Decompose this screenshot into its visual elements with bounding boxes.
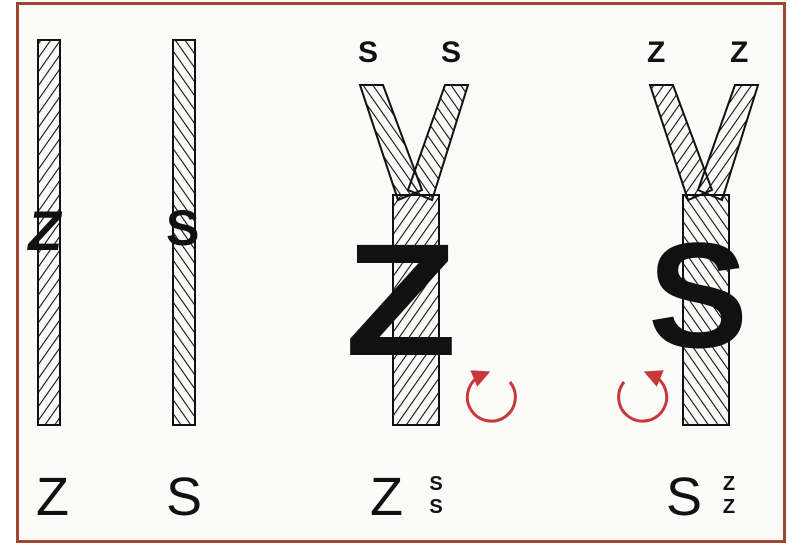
plied-s-twist-letter: S	[648, 220, 748, 370]
plied-s-strands	[650, 85, 758, 200]
caption-plied-z-stack-bottom: S	[425, 497, 447, 517]
plied-z-strands	[360, 85, 468, 200]
single-s-twist-letter: S	[166, 203, 199, 253]
plied-z-twist-letter: Z	[345, 220, 457, 380]
caption-plied-z-stack-top: S	[425, 474, 447, 494]
caption-plied-s-stack-top: Z	[718, 474, 740, 494]
plied-z-strand-label-left: S	[358, 38, 378, 68]
caption-plied-z: Z	[370, 470, 403, 524]
plied-z-strand-label-right: S	[441, 38, 461, 68]
caption-plied-s-stack-bottom: Z	[718, 497, 740, 517]
plied-s-strand-label-left: Z	[647, 38, 665, 68]
counterclockwise-arrow-icon	[467, 375, 515, 421]
clockwise-arrow-icon	[619, 375, 667, 421]
caption-single-z: Z	[36, 470, 69, 524]
caption-single-s: S	[166, 470, 202, 524]
plied-s-strand-label-right: Z	[730, 38, 748, 68]
caption-plied-s: S	[666, 470, 702, 524]
